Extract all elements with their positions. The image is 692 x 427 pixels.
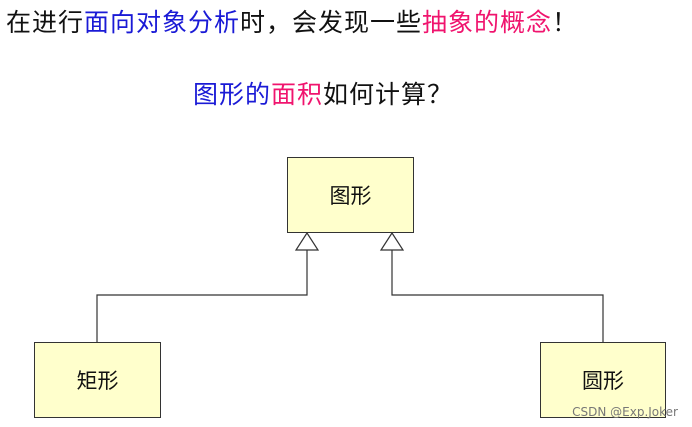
inheritance-arrow-icon: [294, 231, 320, 251]
question-highlight: 面积: [271, 80, 324, 109]
heading-text: 在进行面向对象分析时，会发现一些抽象的概念！: [6, 3, 578, 39]
question-part: 如何计算？: [323, 80, 454, 109]
class-box-shape: 图形: [287, 157, 414, 233]
inheritance-arrow-icon: [379, 231, 405, 251]
class-box-circle: 圆形: [540, 342, 666, 418]
heading-highlight-ooa: 面向对象分析: [84, 8, 241, 37]
connector-circle: [391, 250, 604, 342]
class-box-rectangle: 矩形: [34, 342, 161, 418]
heading-highlight-abstract: 抽象的概念: [422, 8, 553, 37]
question-text: 图形的面积如何计算？: [193, 75, 453, 111]
connector-rectangle: [96, 250, 308, 342]
heading-part: 在进行: [6, 8, 85, 37]
heading-part: ！: [552, 8, 579, 37]
watermark: CSDN @Exp.Joker: [572, 405, 678, 419]
heading-part: 时，会发现一些: [240, 8, 423, 37]
question-part: 图形的: [193, 80, 272, 109]
